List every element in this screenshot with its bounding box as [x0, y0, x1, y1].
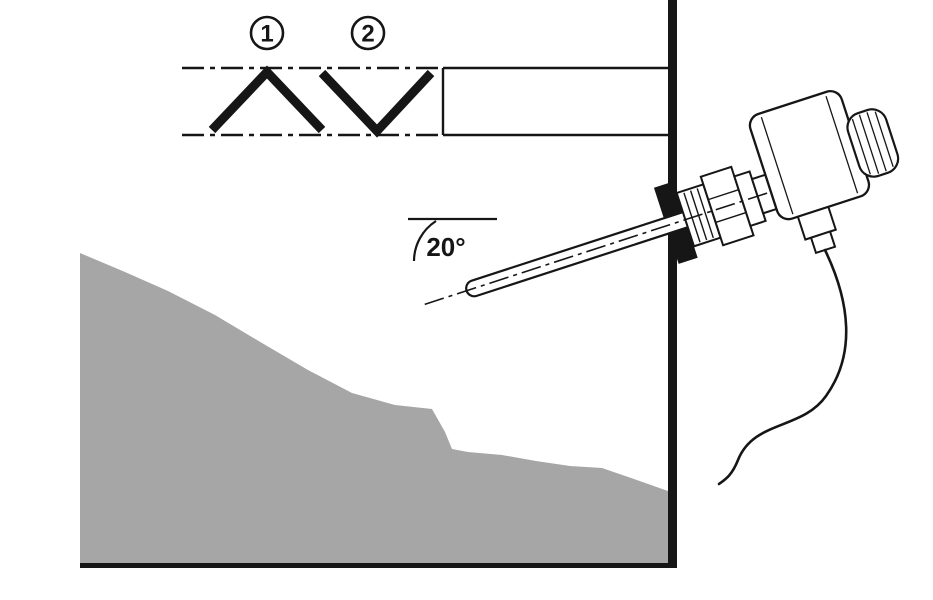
vessel-floor: [80, 563, 677, 568]
mounting-zone-outline: [441, 66, 668, 137]
material-pile: [80, 253, 668, 564]
marker-2-circle: [350, 15, 386, 51]
hex-nut-flats: [708, 189, 747, 224]
mounting-pad-upper: [653, 181, 684, 220]
vessel-wall: [668, 0, 677, 568]
marker-1-label: 1: [260, 21, 273, 48]
sensor-cable: [717, 248, 848, 486]
marker-1-badge: 1: [249, 15, 285, 51]
mounting-zone-band: [182, 66, 668, 137]
angle-label: 20°: [426, 232, 465, 262]
angle-annotation: 20°: [408, 217, 497, 262]
marker-2-label: 2: [361, 21, 374, 48]
housing-contours: [760, 95, 859, 215]
angle-arc: [412, 220, 437, 262]
housing-cap-ribs: [851, 111, 894, 175]
sensor-assembly: [424, 89, 900, 306]
sensor-axis-centerline: [424, 192, 768, 306]
marker-1-circle: [249, 15, 285, 51]
housing-cap: [846, 108, 900, 178]
marker-2-badge: 2: [350, 15, 386, 51]
orientation-symbol-1: [208, 65, 326, 134]
orientation-symbol-2: [318, 69, 435, 138]
